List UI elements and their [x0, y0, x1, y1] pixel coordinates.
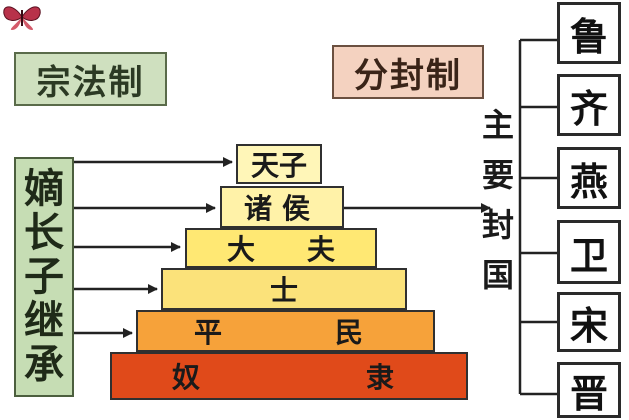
tier-label-left: 奴 [172, 361, 201, 394]
butterfly-icon [0, 2, 44, 32]
fief-char: 主 [481, 106, 514, 144]
inheritance-char: 子 [24, 253, 64, 300]
inheritance-char: 承 [24, 341, 64, 388]
state-lu: 鲁 [557, 2, 621, 64]
tier-dafu: 大 夫 [185, 228, 377, 268]
fief-char: 封 [481, 206, 514, 244]
tier-label-left: 大 [227, 233, 256, 266]
fenfeng-label: 分封制 [332, 45, 484, 99]
tier-zhuhou: 诸侯 [220, 186, 344, 228]
state-song: 宋 [557, 292, 621, 352]
inheritance-box: 嫡 长 子 继 承 [14, 157, 74, 397]
tier-pingmin: 平 民 [136, 310, 435, 352]
tier-label-right: 隶 [365, 361, 394, 394]
tier-tianzi: 天子 [236, 144, 322, 184]
tier-label-right: 民 [334, 316, 363, 349]
state-wei: 卫 [557, 220, 621, 284]
state-jin: 晋 [557, 362, 621, 418]
inheritance-char: 继 [24, 297, 64, 344]
fief-char: 要 [481, 156, 514, 194]
tier-shi: 士 [161, 268, 407, 310]
state-qi: 齐 [557, 74, 621, 136]
tier-label-left: 平 [194, 316, 223, 349]
inheritance-char: 嫡 [24, 165, 64, 212]
zongfa-label: 宗法制 [14, 52, 167, 106]
tier-label: 士 [269, 274, 298, 307]
tier-label: 诸侯 [243, 192, 320, 225]
tier-label-right: 夫 [306, 233, 335, 266]
state-yan: 燕 [557, 147, 621, 209]
inheritance-char: 长 [24, 209, 64, 256]
main-fiefs-label: 主 要 封 国 [478, 100, 518, 330]
tier-label: 天子 [250, 149, 307, 182]
tier-nuli: 奴 隶 [110, 352, 468, 400]
fief-char: 国 [481, 256, 514, 294]
